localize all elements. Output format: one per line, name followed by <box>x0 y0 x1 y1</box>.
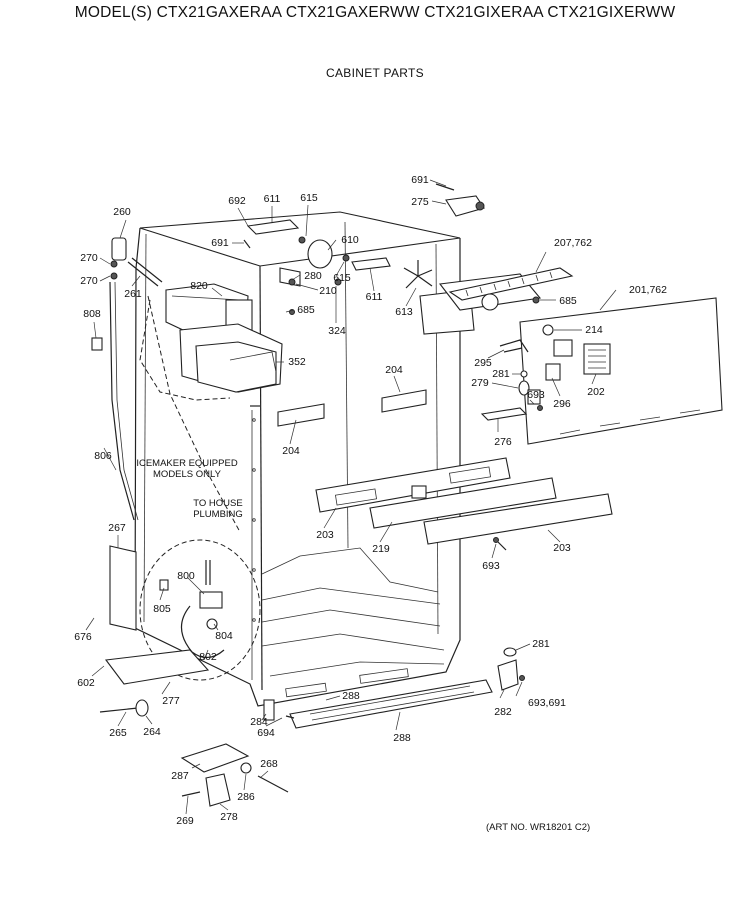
callout-613: 613 <box>395 305 413 318</box>
callout-693: 693 <box>527 388 545 401</box>
callout-820: 820 <box>190 279 208 292</box>
callout-277: 277 <box>162 694 180 707</box>
lower-parts <box>99 545 525 807</box>
icemaker-note-line-1: ICEMAKER EQUIPPED <box>136 458 238 469</box>
callout-267: 267 <box>108 521 126 534</box>
callout-201-762: 201,762 <box>629 283 667 296</box>
callout-296: 296 <box>553 397 571 410</box>
icemaker-note-line-2: MODELS ONLY <box>153 468 221 480</box>
callout-693: 693 <box>482 559 500 572</box>
callout-611: 611 <box>263 192 281 205</box>
callout-685: 685 <box>559 294 577 307</box>
callout-805: 805 <box>153 602 171 615</box>
icemaker-assembly <box>91 237 283 681</box>
callout-282: 282 <box>494 705 512 718</box>
callout-800: 800 <box>177 569 195 582</box>
callout-202: 202 <box>587 385 605 398</box>
callout-261: 261 <box>124 287 142 300</box>
callout-268: 268 <box>260 757 278 770</box>
callout-288: 288 <box>393 731 411 744</box>
callout-204: 204 <box>385 363 403 376</box>
callout-276: 276 <box>494 435 512 448</box>
callout-279: 279 <box>471 376 489 389</box>
callout-295: 295 <box>474 356 492 369</box>
callout-270: 270 <box>80 251 98 264</box>
callout-615: 615 <box>300 191 318 204</box>
callout-286: 286 <box>237 790 255 803</box>
callout-219: 219 <box>372 542 390 555</box>
callout-278: 278 <box>220 810 238 823</box>
callout-275: 275 <box>411 195 429 208</box>
callout-269: 269 <box>176 814 194 827</box>
callout-288: 288 <box>342 689 360 702</box>
model-title: MODEL(S) CTX21GAXERAA CTX21GAXERWW CTX21… <box>74 4 676 21</box>
plumbing-note: TO HOUSE PLUMBING <box>193 498 243 521</box>
top-components <box>243 183 574 335</box>
art-number: (ART NO. WR18201 C2) <box>486 822 591 833</box>
callout-264: 264 <box>143 725 161 738</box>
callout-615: 615 <box>333 271 351 284</box>
icemaker-note: ICEMAKER EQUIPPED MODELS ONLY <box>136 458 238 481</box>
callout-281: 281 <box>532 637 550 650</box>
callout-806: 806 <box>94 449 112 462</box>
callout-281: 281 <box>492 367 510 380</box>
leader-lines <box>85 179 617 815</box>
callout-324: 324 <box>328 324 346 337</box>
callout-284: 284 <box>250 715 268 728</box>
rails-and-brackets <box>277 389 613 551</box>
callout-693-691: 693,691 <box>528 696 566 709</box>
callout-203: 203 <box>553 541 571 554</box>
callout-611: 611 <box>365 290 383 303</box>
callout-207-762: 207,762 <box>554 236 592 249</box>
callout-694: 694 <box>257 726 275 739</box>
callout-676: 676 <box>74 630 92 643</box>
callout-204: 204 <box>282 444 300 457</box>
callout-280: 280 <box>304 269 322 282</box>
callout-203: 203 <box>316 528 334 541</box>
callout-260: 260 <box>113 205 131 218</box>
section-title: CABINET PARTS <box>326 66 424 80</box>
callout-214: 214 <box>585 323 603 336</box>
callout-692: 692 <box>228 194 246 207</box>
plumbing-note-line-2: PLUMBING <box>193 508 243 520</box>
callout-210: 210 <box>319 284 337 297</box>
callout-691: 691 <box>211 236 229 249</box>
callout-265: 265 <box>109 726 127 739</box>
callout-808: 808 <box>83 307 101 320</box>
callout-602: 602 <box>77 676 95 689</box>
callout-804: 804 <box>215 629 233 642</box>
callout-270: 270 <box>80 274 98 287</box>
callout-685: 685 <box>297 303 315 316</box>
plumbing-note-line-1: TO HOUSE <box>193 498 243 509</box>
callout-352: 352 <box>288 355 306 368</box>
callout-287: 287 <box>171 769 189 782</box>
control-panel-assembly <box>480 297 723 445</box>
callout-610: 610 <box>341 233 359 246</box>
callout-802: 802 <box>199 650 217 663</box>
callout-691: 691 <box>411 173 429 186</box>
